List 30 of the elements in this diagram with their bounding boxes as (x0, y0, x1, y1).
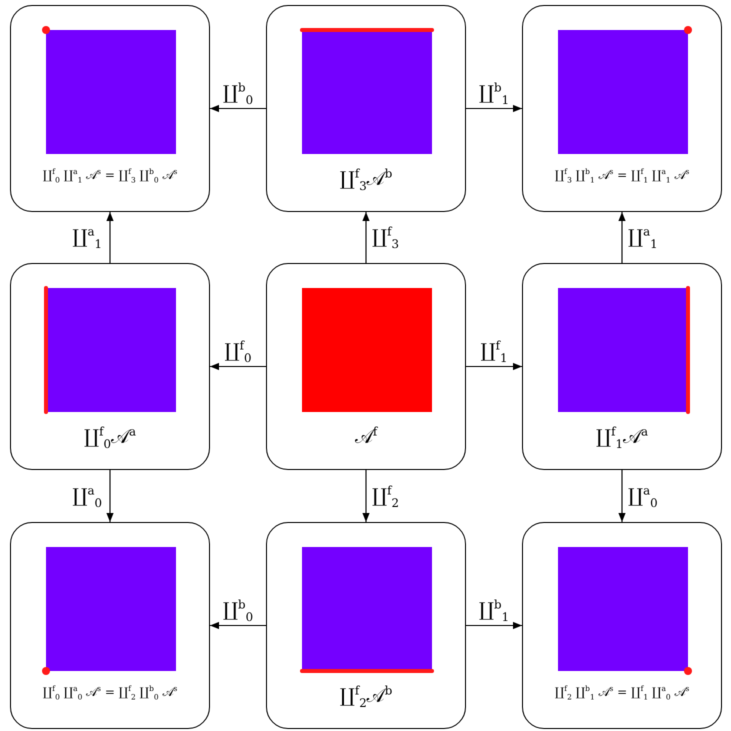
rounded-panel (266, 522, 466, 729)
formula: 𝒜$^{f}$ (354, 426, 379, 448)
rounded-panel (266, 5, 466, 212)
arrow (466, 104, 522, 112)
formula: ∐$^{f}$$_{0}$ ∐$^{a}$$_{1}$ 𝒜$^{s}$ = ∐$^{f}$$_{3}$ ∐$^{b}$$_{0}$ 𝒜$^{s}$ (42, 168, 178, 182)
formula: ∐$^{f}$$_{2}$𝒜$^{b}$ (338, 685, 394, 707)
formula: ∐$^{f}$$_{2}$ ∐$^{b}$$_{1}$ 𝒜$^{s}$ = ∐$^{f}$$_{1}$ ∐$^{a}$$_{0}$ 𝒜$^{s}$ (554, 685, 690, 699)
rounded-panel (10, 5, 210, 212)
arrow (106, 212, 114, 263)
arrow (210, 362, 266, 370)
formula: ∐$^{f}$$_{3}$ ∐$^{b}$$_{1}$ 𝒜$^{s}$ = ∐$^{f}$$_{1}$ ∐$^{a}$$_{1}$ 𝒜$^{s}$ (554, 168, 690, 182)
rounded-panel (522, 522, 722, 729)
rounded-panel (10, 522, 210, 729)
arrow (362, 470, 370, 522)
arrow (210, 104, 266, 112)
formula: ∐$^{f}$$_{1}$𝒜$^{a}$ (595, 426, 649, 448)
arrow (106, 470, 114, 522)
arrow (362, 212, 370, 263)
formula: ∐$^{f}$$_{0}$ ∐$^{a}$$_{0}$ 𝒜$^{s}$ = ∐$^{f}$$_{2}$ ∐$^{b}$$_{0}$ 𝒜$^{s}$ (42, 685, 178, 699)
arrow (466, 362, 522, 370)
arrow (618, 470, 626, 522)
rounded-panel (10, 263, 210, 470)
rounded-panel (266, 263, 466, 470)
arrow (466, 622, 522, 630)
formula: ∐$^{f}$$_{3}$𝒜$^{b}$ (338, 168, 394, 190)
arrow (618, 212, 626, 263)
formula: ∐$^{f}$$_{0}$𝒜$^{a}$ (83, 426, 137, 448)
rounded-panel (522, 263, 722, 470)
arrow (210, 622, 266, 630)
rounded-panel (522, 5, 722, 212)
